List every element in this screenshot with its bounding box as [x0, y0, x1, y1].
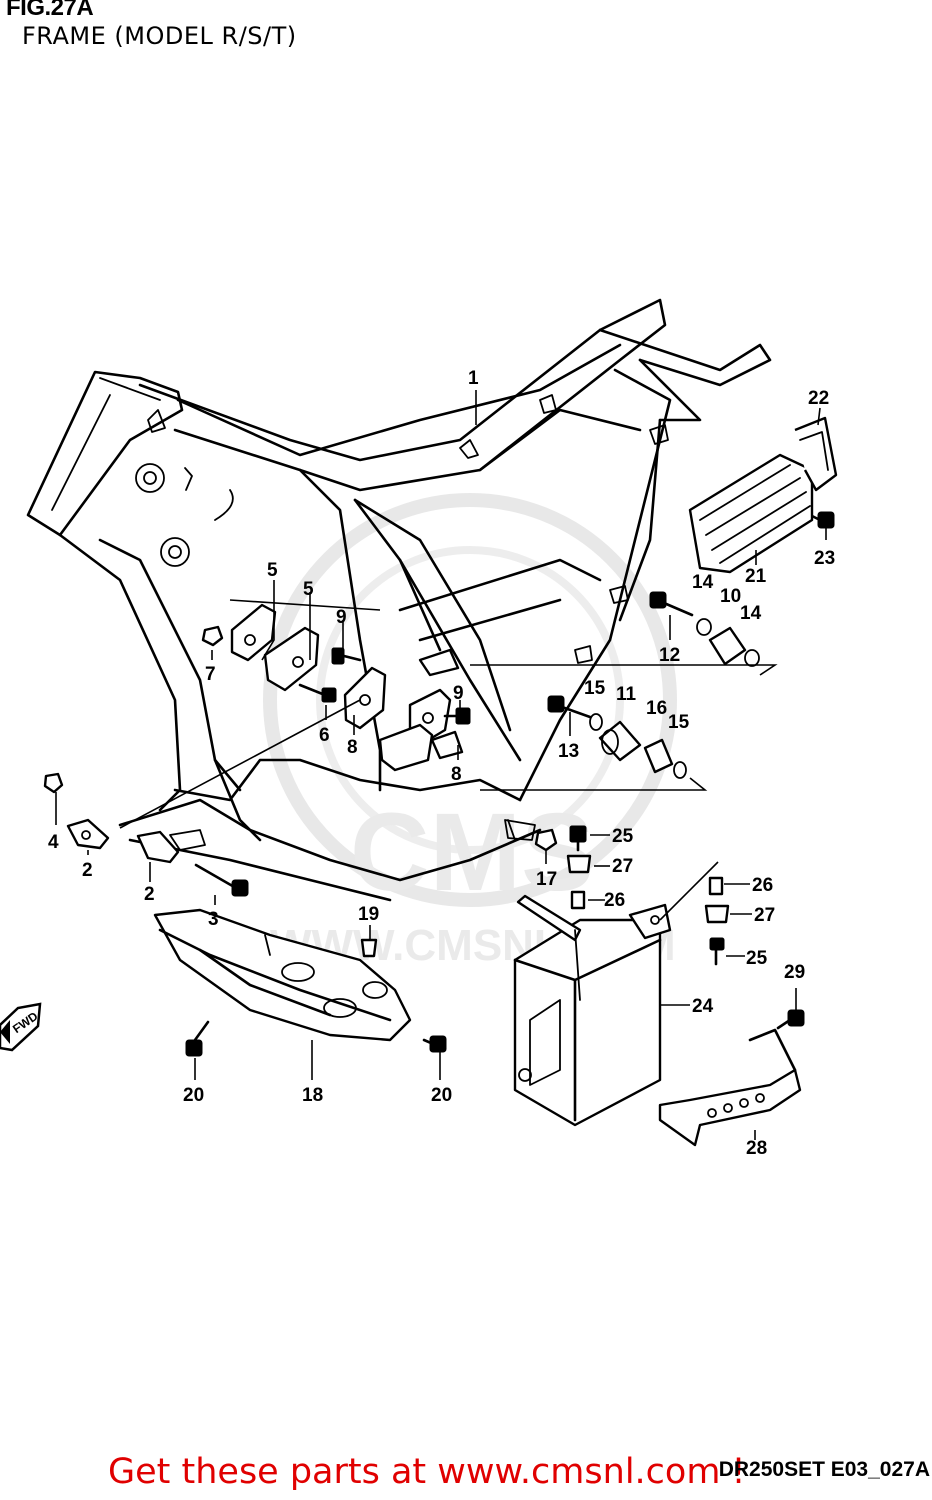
callout-2-upper: 2	[82, 860, 93, 881]
callout-labels: 1 2 2 3 4 5 5 6 7 8 8 9 9 10 11 12 13 14…	[48, 368, 835, 1159]
callout-14-left: 14	[692, 572, 714, 593]
battery-bracket-part	[658, 1028, 802, 1147]
callout-26-upper: 26	[604, 890, 625, 911]
callout-10: 10	[720, 586, 741, 607]
callout-15-left: 15	[584, 678, 606, 699]
fasteners	[43, 511, 835, 1057]
forward-direction-tag: FWD	[0, 1002, 42, 1052]
callout-7: 7	[205, 664, 216, 685]
callout-17: 17	[536, 869, 557, 890]
callout-29: 29	[784, 962, 805, 983]
callout-21: 21	[745, 566, 767, 587]
callout-26-right: 26	[752, 875, 773, 896]
rear-reflector-part	[688, 416, 838, 574]
callout-9-upper: 9	[336, 607, 347, 628]
callout-5-left: 5	[267, 560, 278, 581]
callout-25-right: 25	[746, 948, 768, 969]
callout-24: 24	[692, 996, 714, 1017]
engine-mount-brackets	[230, 603, 464, 772]
callout-11: 11	[616, 684, 637, 705]
callout-23: 23	[814, 548, 835, 569]
callout-20-right: 20	[431, 1085, 452, 1106]
diagram-code: DR250SET E03_027A	[718, 1458, 930, 1481]
battery-case-part	[513, 894, 672, 1127]
callout-27-upper: 27	[612, 856, 633, 877]
footer-parts-link[interactable]: Get these parts at www.cmsnl.com !	[108, 1452, 746, 1492]
figure-number: FIG.27A	[6, 0, 94, 21]
callout-20-left: 20	[183, 1085, 204, 1106]
callout-14-right: 14	[740, 603, 762, 624]
figure-title: FRAME (MODEL R/S/T)	[22, 22, 297, 50]
callout-19: 19	[358, 904, 379, 925]
callout-22: 22	[808, 388, 829, 409]
main-frame-part	[26, 298, 772, 902]
callout-6: 6	[319, 725, 330, 746]
callout-16: 16	[646, 698, 667, 719]
callout-27-right: 27	[754, 905, 775, 926]
callout-13: 13	[558, 741, 579, 762]
watermark-logo: CMS	[350, 791, 594, 914]
callout-8-left: 8	[347, 737, 358, 758]
callout-8-right: 8	[451, 764, 462, 785]
callout-4: 4	[48, 832, 59, 853]
callout-25-upper: 25	[612, 826, 634, 847]
engine-guard-part	[153, 908, 412, 1042]
callout-15-right: 15	[668, 712, 690, 733]
callout-9-lower: 9	[453, 683, 464, 704]
callout-3: 3	[208, 909, 219, 930]
callout-18: 18	[302, 1085, 323, 1106]
callout-12: 12	[659, 645, 680, 666]
callout-2-lower: 2	[144, 884, 155, 905]
callout-28: 28	[746, 1138, 767, 1159]
leader-lines	[55, 390, 827, 1140]
callout-5-right: 5	[303, 579, 314, 600]
callout-1: 1	[468, 368, 479, 389]
